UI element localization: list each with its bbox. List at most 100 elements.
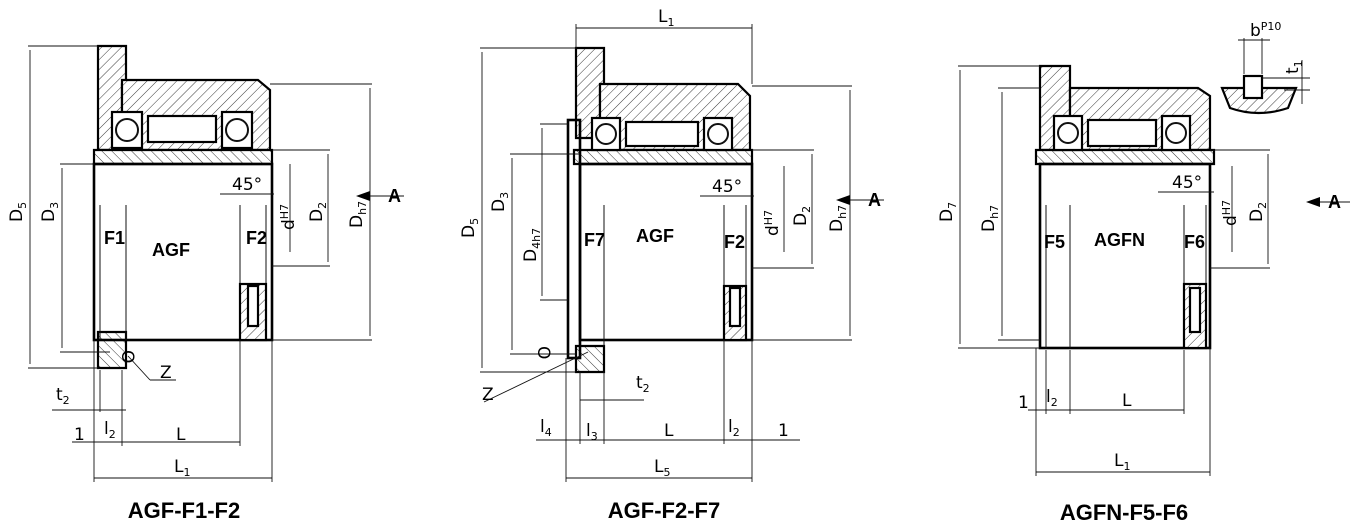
bearing-ball-left [1057, 122, 1079, 144]
right-flange-label: F2 [724, 232, 745, 252]
svg-text:l2: l2 [728, 417, 740, 439]
dim-dh7: D [347, 215, 367, 228]
dim-z: Z [482, 385, 494, 405]
dim-o: O [533, 346, 553, 359]
drawing-agfn-f5-f6: bP10 t1 D7 Dh7 D2 dH7 45° A F5 F6 AGFN 1… [937, 20, 1350, 525]
dim-dh7-bore: d [763, 225, 783, 236]
dim-d2: D [307, 209, 327, 222]
svg-text:D4h7: D4h7 [521, 228, 543, 262]
dim-dh7: D [827, 219, 847, 232]
svg-text:l2: l2 [1046, 387, 1058, 409]
bearing-ball-left [115, 118, 139, 142]
dim-l3: l [586, 421, 591, 441]
dim-d5: D [7, 209, 27, 222]
svg-text:dH7: dH7 [1220, 200, 1241, 226]
right-flange-label: F2 [246, 228, 267, 248]
svg-text:D5: D5 [459, 218, 481, 238]
dim-o: O [117, 350, 137, 363]
dim-dh7-bore: d [1221, 215, 1241, 226]
chamfer-label: 45° [232, 175, 262, 195]
dim-l2: l [1046, 387, 1051, 407]
inner-ring-section [1034, 148, 1216, 166]
dim-b: b [1250, 21, 1261, 41]
svg-text:D3: D3 [489, 192, 511, 212]
svg-text:Dh7: Dh7 [979, 205, 1001, 232]
left-flange-label: F1 [104, 228, 125, 248]
dim-d2: D [791, 213, 811, 226]
svg-text:t2: t2 [56, 385, 70, 407]
dim-z: Z [160, 363, 172, 383]
key-section [1220, 86, 1298, 115]
body-outline [92, 162, 274, 342]
roller-cage [146, 114, 218, 144]
svg-text:l4: l4 [540, 417, 552, 439]
left-flange-label: F7 [584, 230, 605, 250]
dim-l1: L [1114, 451, 1124, 471]
body-outline [578, 162, 754, 342]
svg-text:L1: L1 [1114, 451, 1130, 473]
svg-text:t2: t2 [636, 373, 650, 395]
dim-t2: t [636, 373, 643, 393]
roller-cage [624, 120, 700, 148]
dim-l5: L [654, 457, 664, 477]
model-label: AGF [636, 226, 674, 246]
bearing-ball-right [707, 123, 729, 145]
dim-l1: L [174, 457, 184, 477]
svg-text:D5: D5 [7, 202, 29, 222]
dim-d7: D [937, 209, 957, 222]
svg-text:L1: L1 [658, 7, 674, 29]
dim-l: L [664, 421, 674, 441]
keyway [1242, 74, 1264, 100]
bearing-ball-right [1165, 122, 1187, 144]
body-outline [1038, 162, 1212, 350]
chamfer-label: 45° [1172, 173, 1202, 193]
dim-l: L [1122, 391, 1132, 411]
chamfer-label: 45° [712, 177, 742, 197]
dim-one: 1 [778, 421, 789, 441]
dim-dh7-bore: d [279, 219, 299, 230]
svg-text:D3: D3 [39, 202, 61, 222]
dim-l2: l [728, 417, 733, 437]
svg-text:D7: D7 [937, 202, 959, 222]
view-arrow-label: A [1328, 192, 1341, 212]
svg-text:L5: L5 [654, 457, 670, 479]
svg-text:D2: D2 [791, 206, 813, 226]
dim-l2: l [104, 419, 109, 439]
svg-text:dH7: dH7 [762, 210, 783, 236]
inner-ring-section [92, 148, 274, 166]
svg-text:t1: t1 [1283, 60, 1305, 74]
bearing-ball-left [595, 123, 617, 145]
svg-text:D2: D2 [1247, 202, 1269, 222]
dim-l4: l [540, 417, 545, 437]
view-arrow-label: A [868, 190, 881, 210]
dim-d5: D [459, 225, 479, 238]
dim-t1: t [1283, 67, 1303, 74]
caption-agf-f2-f7: AGF-F2-F7 [608, 498, 720, 523]
svg-text:Dh7: Dh7 [827, 205, 849, 232]
svg-text:D2: D2 [307, 202, 329, 222]
bearing-ball-right [225, 118, 249, 142]
caption-agfn-f5-f6: AGFN-F5-F6 [1060, 500, 1188, 525]
svg-text:l3: l3 [586, 421, 598, 443]
caption-agf-f1-f2: AGF-F1-F2 [128, 498, 240, 523]
dim-l1: L [658, 7, 668, 27]
model-label: AGFN [1094, 230, 1145, 250]
inner-ring-section [572, 148, 754, 166]
dim-one: 1 [74, 425, 85, 445]
svg-text:bP10: bP10 [1250, 20, 1281, 41]
dim-l: L [176, 425, 186, 445]
model-label: AGF [152, 240, 190, 260]
dim-one: 1 [1018, 393, 1029, 413]
svg-text:Dh7: Dh7 [347, 201, 369, 228]
view-arrow-label: A [388, 186, 401, 206]
dim-d2: D [1247, 209, 1267, 222]
drawing-agf-f1-f2: D5 D3 Dh7 D2 dH7 45° A F1 F2 AGF O Z t2 … [7, 44, 404, 523]
left-flange-label: F5 [1044, 232, 1065, 252]
dim-t2: t [56, 385, 63, 405]
dim-d3: D [39, 209, 59, 222]
svg-text:l2: l2 [104, 419, 116, 441]
right-flange-label: F6 [1184, 232, 1205, 252]
dim-dh7: D [979, 219, 999, 232]
dim-d3: D [489, 199, 509, 212]
